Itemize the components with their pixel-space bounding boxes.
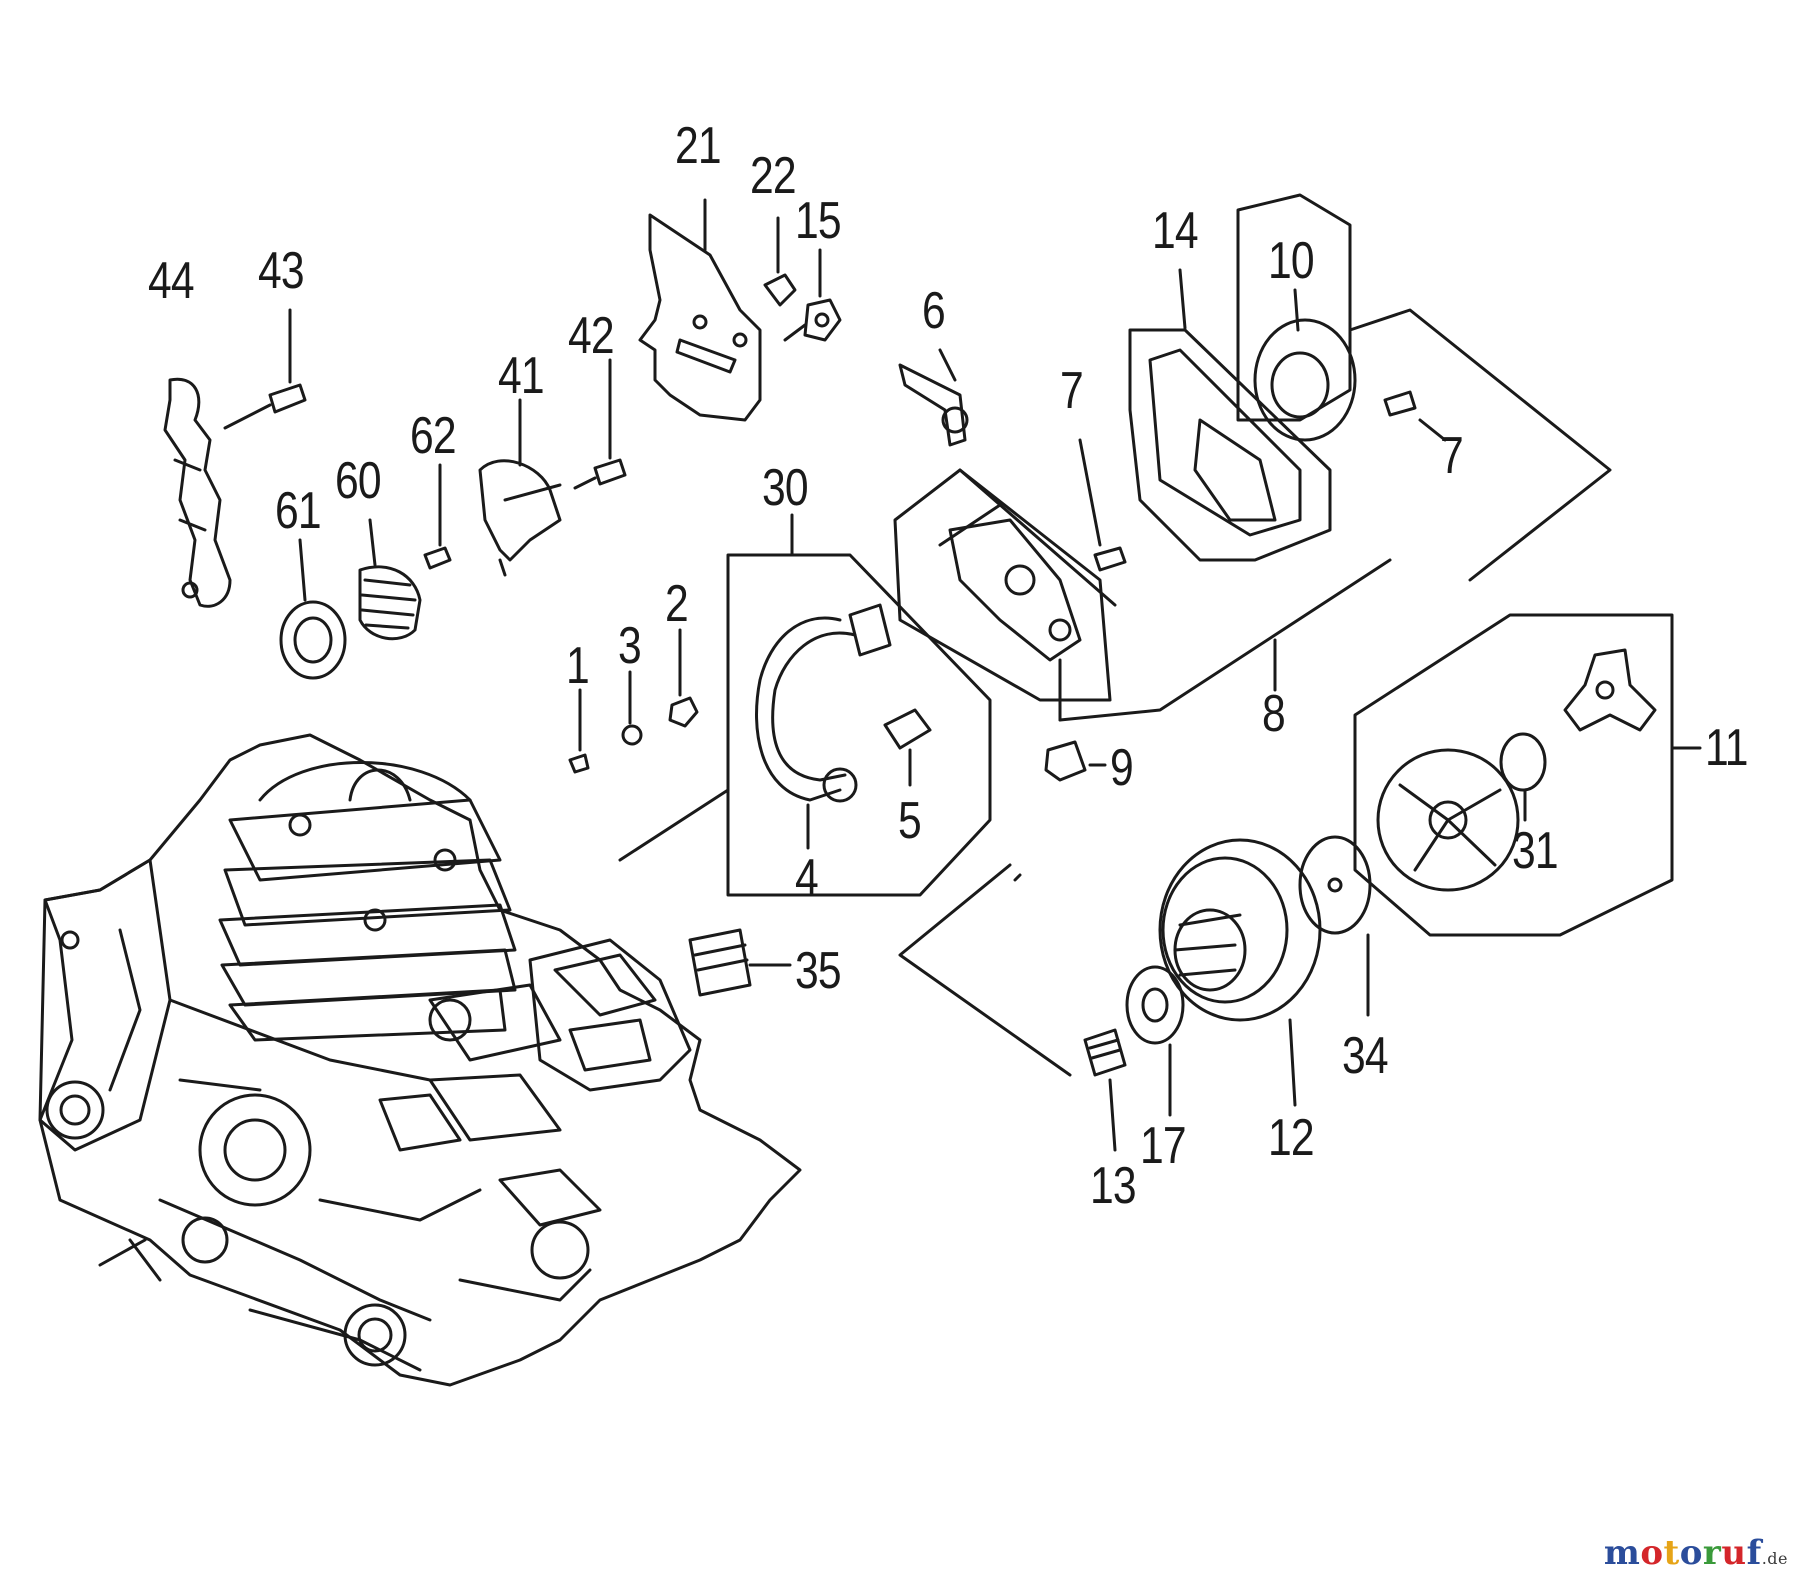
callout-41: 41 [498,347,545,405]
part-31-ring [1499,732,1547,822]
part-12-clutch-drum [1158,838,1322,1107]
part-7-screw-b [1348,308,1612,582]
callout-7-right: 7 [1440,427,1464,485]
callout-62: 62 [410,407,457,465]
callout-17: 17 [1140,1117,1187,1175]
part-44-chain-catcher [163,377,232,608]
part-14-side-cover [1128,268,1332,562]
callout-14: 14 [1152,202,1199,260]
part-30-group-frame [618,513,992,897]
callout-42: 42 [568,307,615,365]
callout-34: 34 [1342,1027,1389,1085]
callout-22: 22 [750,147,797,205]
watermark-letter: u [1721,1533,1747,1573]
callout-31: 31 [1512,822,1559,880]
callout-4: 4 [795,849,819,907]
part-17-ring [1125,965,1185,1117]
callout-6: 6 [922,282,946,340]
part-61-bushing [279,538,347,680]
callout-35: 35 [795,942,842,1000]
motoruf-watermark-logo: motoruf.de [1604,1533,1788,1573]
part-10-clutch-cover-group [1236,193,1357,442]
callout-1: 1 [566,637,590,695]
callout-2: 2 [665,575,689,633]
callout-12: 12 [1268,1109,1315,1167]
callout-8: 8 [1262,685,1286,743]
watermark-tld: .de [1761,1549,1788,1568]
callout-60: 60 [335,452,382,510]
part-21-bar-plate [638,198,762,422]
part-1-screw [568,688,590,774]
callout-44: 44 [148,252,195,310]
part-13-needle-bearing [898,863,1127,1152]
part-22-nut [763,216,797,307]
part-9-nut [1044,740,1107,782]
part-7-screw-a [1078,438,1127,572]
watermark-letter: o [1679,1533,1703,1573]
part-3-washer [621,670,643,746]
watermark-letter: t [1663,1533,1680,1573]
part-41-oil-pump [478,398,562,577]
callout-61: 61 [275,482,322,540]
engine-crankcase-assembly [38,733,802,1387]
part-6-adjuster [898,348,969,447]
watermark-letter: r [1702,1533,1722,1573]
watermark-letter: f [1746,1533,1762,1573]
part-34-washer [1298,835,1372,1017]
watermark-letter: m [1603,1533,1641,1573]
callout-13: 13 [1090,1157,1137,1215]
callout-43: 43 [258,242,305,300]
callout-9: 9 [1110,739,1134,797]
part-43-screw [223,308,307,430]
callout-3: 3 [618,617,642,675]
callout-10: 10 [1268,232,1315,290]
callout-7-upper: 7 [1060,362,1084,420]
part-62-screw [423,463,452,570]
callout-5: 5 [898,792,922,850]
part-35-pad [688,928,792,997]
part-11-clutch-group [1353,613,1702,937]
part-8-tensioner-group [893,468,1392,722]
callout-11: 11 [1705,719,1748,777]
part-42-screw [573,358,627,490]
callout-21: 21 [675,117,722,175]
callout-30: 30 [762,459,809,517]
watermark-letter: o [1640,1533,1664,1573]
callout-15: 15 [795,192,842,250]
part-15-nut [783,248,842,342]
part-60-worm-gear [358,518,422,641]
part-2-nut [668,628,699,728]
